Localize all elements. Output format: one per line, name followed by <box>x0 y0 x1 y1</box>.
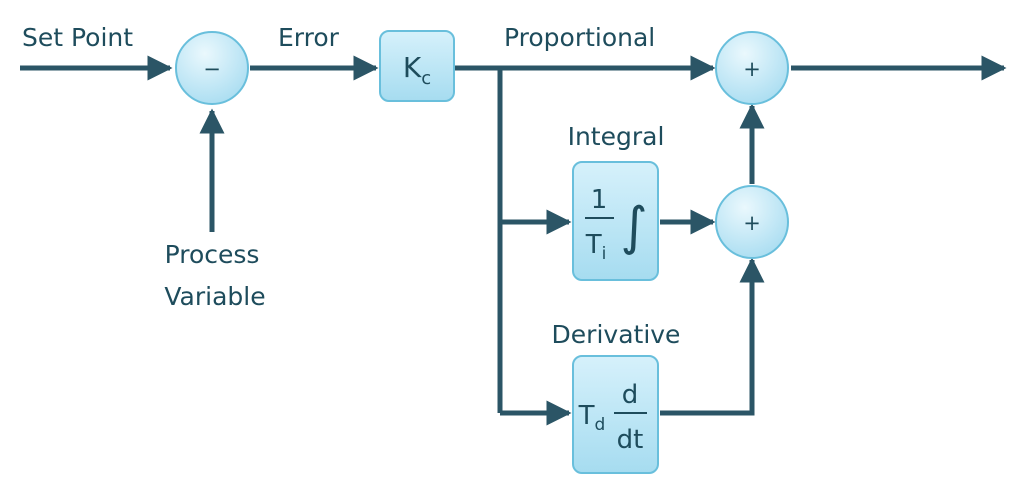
gain-block: Kc <box>379 30 455 102</box>
error-label: Error <box>278 23 340 52</box>
sum-node-bottom: + <box>715 185 789 259</box>
sum-node-top: + <box>715 31 789 105</box>
derivative-coef-subscript: d <box>595 415 606 435</box>
sum-top-symbol: + <box>743 57 761 81</box>
derivative-block: Td d dt <box>572 355 659 474</box>
connections <box>20 55 1007 426</box>
svg-text:Ti: Ti <box>585 230 607 264</box>
gain-symbol: K <box>403 51 422 84</box>
gain-subscript: c <box>421 68 431 89</box>
derivative-numerator: d <box>622 380 639 410</box>
subtract-symbol: − <box>203 57 221 81</box>
process-variable-label-line2: Variable <box>164 282 265 311</box>
integral-sign: ∫ <box>620 197 647 257</box>
svg-text:Td: Td <box>578 401 606 435</box>
labels: Set Point Error Proportional Integral De… <box>22 23 680 349</box>
sum-bottom-symbol: + <box>743 211 761 235</box>
derivative-coef-symbol: T <box>578 401 595 431</box>
set-point-label: Set Point <box>22 23 133 52</box>
integral-label: Integral <box>568 122 665 151</box>
svg-text:Kc: Kc <box>403 51 431 89</box>
derivative-output-arrow <box>660 257 765 416</box>
integral-den-subscript: i <box>602 244 607 264</box>
integral-den-symbol: T <box>585 230 602 260</box>
subtract-node: − <box>175 31 249 105</box>
derivative-label: Derivative <box>552 320 681 349</box>
integral-numerator: 1 <box>591 185 608 215</box>
integral-block: 1 Ti ∫ <box>572 161 659 281</box>
proportional-label: Proportional <box>504 23 655 52</box>
derivative-denominator: dt <box>617 425 644 455</box>
process-variable-label-line1: Process <box>165 240 260 269</box>
